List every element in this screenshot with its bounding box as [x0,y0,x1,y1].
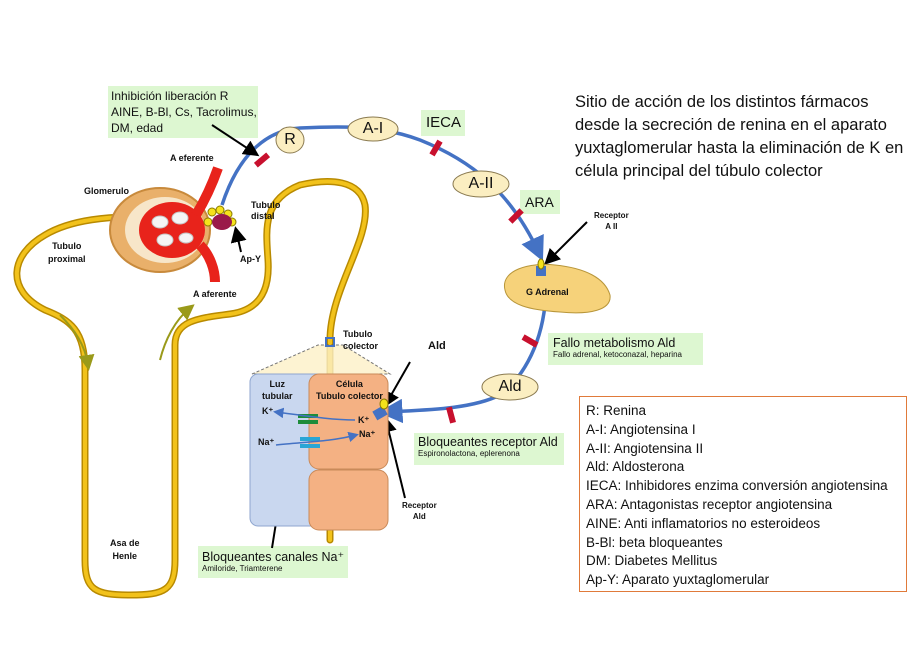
arrow-receptor-a2 [544,221,588,265]
a-aferente-label: A aferente [193,289,237,299]
inhibition-renin-label: Inhibición liberación R AINE, B-Bl, Cs, … [111,88,257,136]
na-channel-blockers-detail: Amiloride, Triamterene [202,564,283,573]
block-ald-metabolism [521,334,539,348]
ap-y-label: Ap-Y [240,254,261,264]
efferent-arteriole [191,166,223,218]
na-lumen-label: Na⁺ [258,437,275,447]
luz-tubular-label: Luz tubular [262,379,293,401]
arrow-receptor-ald-bottom [381,416,406,499]
legend-item: AINE: Anti inflamatorios no esteroideos [586,515,821,531]
na-cell-label: Na⁺ [359,429,376,439]
ieca-label: IECA [426,114,462,131]
ald-metabolism-bg [548,333,703,365]
legend-item: A-I: Angiotensina I [586,421,696,437]
arrow-ald-receptor [384,361,411,408]
legend-item: A-II: Angiotensina II [586,440,704,456]
arrow-inhibition-renin [211,124,260,157]
ald-metabolism-title: Fallo metabolismo Ald [553,336,676,350]
block-ald-receptor [446,406,456,424]
node-renin: R [284,131,296,148]
ald-pointer-label: Ald [428,340,446,352]
legend-item: DM: Diabetes Mellitus [586,553,718,569]
afferent-arteriole [196,241,220,283]
legend-item: R: Renina [586,403,647,418]
glomerulo-label: Glomerulo [84,186,130,196]
a-eferente-label: A eferente [170,153,214,163]
flow-arrow-down [59,314,95,371]
legend-item: Ald: Aldosterona [586,459,685,475]
node-ald: Ald [498,378,522,395]
arrow-ap-y [230,226,247,253]
adrenal-gland-shape [504,263,611,314]
glomerulus-capillaries [139,202,205,258]
principal-cell-bottom [308,469,389,531]
na-channel-blockers-label: Bloqueantes canales Na⁺ Amiloride, Triam… [202,549,344,573]
ald-receptor-blockers-label: Bloqueantes receptor Ald Espironolactona… [418,435,558,458]
legend-item: Ap-Y: Aparato yuxtaglomerular [586,572,770,588]
adrenal-label: G Adrenal [526,287,569,297]
ald-receptor-blockers-title: Bloqueantes receptor Ald [418,435,558,449]
receptor-ald-label: Receptor Ald [402,501,437,521]
inhibition-renin-title: Inhibición liberación R [111,89,229,103]
abbreviation-legend: R: Renina A-I: Angiotensina I A-II: Angi… [579,396,907,592]
node-a1-shape [347,116,399,142]
ara-label: ARA [525,194,554,210]
tubulo-colector-label: Tubulo colector [343,329,379,351]
block-ara [508,208,524,224]
flow-arrow-up [159,304,195,361]
node-ald-shape [481,373,539,401]
na-channel-blockers-bg [198,546,348,578]
zoom-lines [251,344,392,375]
inhibition-renin-bg [108,86,258,138]
legend-item: ARA: Antagonistas receptor angiotensina [586,496,833,512]
inhibition-renin-detail1: AINE, B-Bl, Cs, Tacrolimus, [111,105,257,119]
ald-metabolism-detail: Fallo adrenal, ketoconazal, heparina [553,350,682,359]
legend-item: B-Bl: beta bloqueantes [586,534,723,550]
celula-colector-label: Célula Tubulo colector [316,379,383,401]
k-lumen-label: K⁺ [262,406,274,416]
receptor-a2-label: Receptor A II [594,211,629,231]
node-a2-shape [452,170,510,198]
tubulo-proximal-label: Tubulo proximal [48,241,86,264]
ald-receptor-blockers-bg [414,433,564,465]
diagram-title: Sitio de acción de los distintos fármaco… [575,93,904,180]
receptor-a2-shape [536,266,546,276]
na-channel [300,437,320,441]
node-renin-shape [275,126,305,154]
ald-metabolism-label: Fallo metabolismo Ald Fallo adrenal, ket… [553,336,682,359]
node-a1: A-I [362,120,384,137]
legend-item: IECA: Inhibidores enzima conversión angi… [586,478,888,494]
ieca-bg [421,110,465,136]
na-channel-blockers-title: Bloqueantes canales Na⁺ [202,550,345,564]
block-renin-release [253,152,271,168]
tubulo-distal-label: Tubulo distal [251,200,281,221]
node-a2: A-II [468,175,494,192]
k-cell-label: K⁺ [358,415,370,425]
inhibition-renin-detail2: DM, edad [111,121,164,135]
asa-henle-label: Asa de Henle [110,538,140,561]
block-ieca [429,139,443,157]
ald-receptor-blockers-detail: Espironolactona, eplerenona [418,449,520,458]
ara-bg [520,190,560,214]
